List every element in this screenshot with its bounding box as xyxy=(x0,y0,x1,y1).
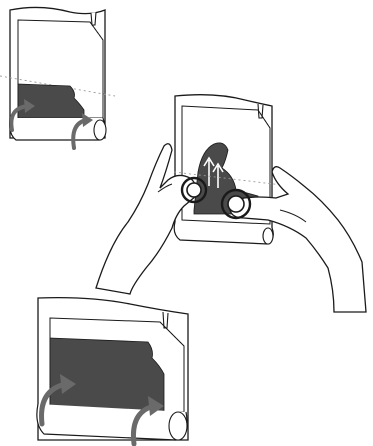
curl-arrow-left-head xyxy=(60,374,76,394)
roll-end-right xyxy=(168,411,188,441)
corner-dashed-line xyxy=(159,321,185,347)
sheet-notch xyxy=(90,11,97,26)
right-thumb-swirl-outer xyxy=(220,188,252,220)
roll-end-right xyxy=(262,227,274,245)
curl-arrow-right-head xyxy=(82,113,93,127)
left-thumb-swirl-outer xyxy=(180,176,208,204)
panel-step-1 xyxy=(0,6,116,150)
left-thumb-swirl-inner xyxy=(186,182,202,198)
adhesive-area xyxy=(49,337,165,413)
panel-step-2 xyxy=(95,94,367,313)
right-finger-line xyxy=(279,209,307,223)
roll-end-right xyxy=(93,119,107,141)
left-finger-line xyxy=(157,183,173,193)
up-arrow-right xyxy=(212,162,224,188)
curl-arrow-left-head xyxy=(24,99,35,113)
panel-step-3 xyxy=(36,296,189,446)
up-arrow-left xyxy=(203,156,215,186)
adhesive-area xyxy=(17,83,85,119)
right-thumb-swirl-inner xyxy=(227,195,245,213)
left-hand xyxy=(95,143,198,295)
right-hand xyxy=(229,166,367,313)
curl-arrow-right-head xyxy=(148,396,164,416)
